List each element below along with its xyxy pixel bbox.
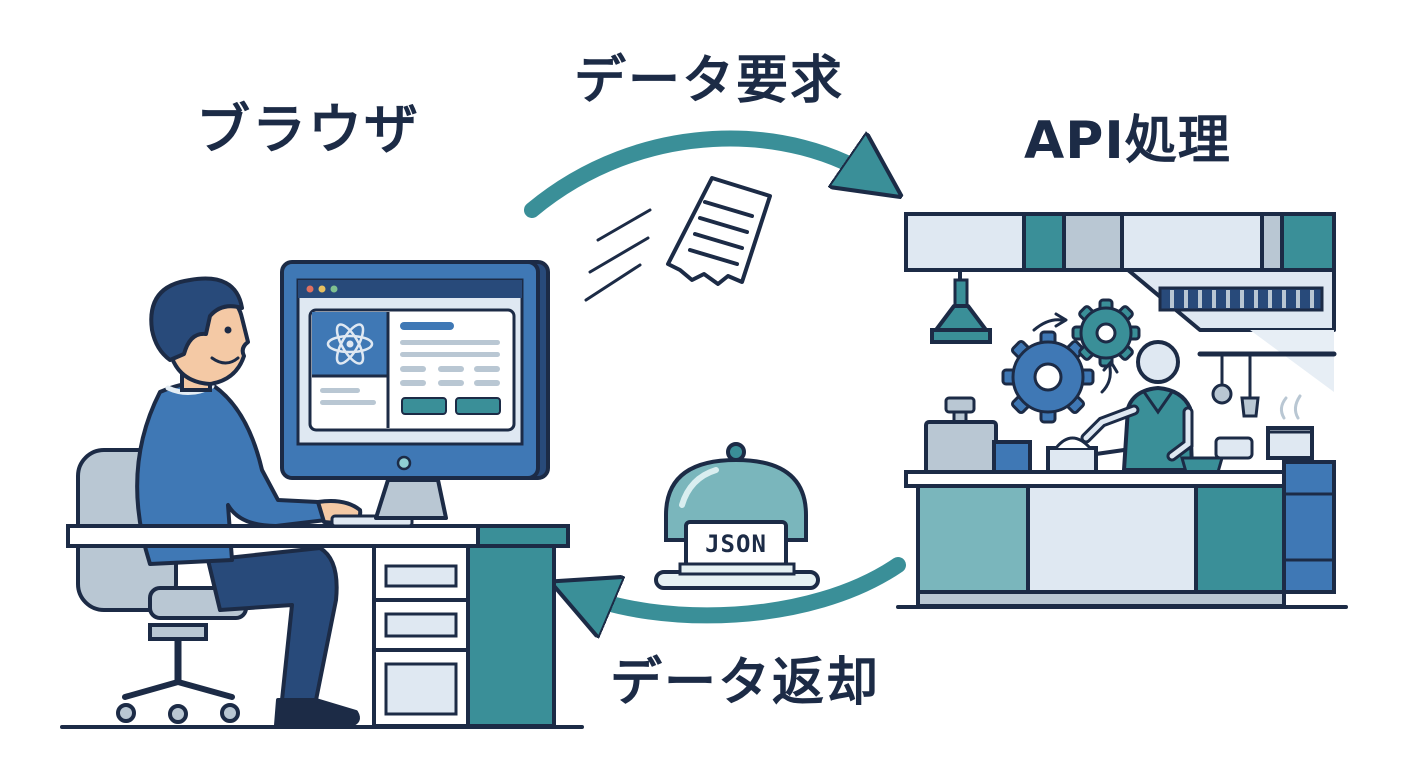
monitor: [280, 260, 550, 520]
request-label: データ要求: [574, 51, 845, 111]
request-ticket-icon: [584, 176, 772, 302]
browser-label: ブラウザ: [196, 98, 420, 161]
cash-register: [924, 396, 1032, 476]
desk: [66, 514, 570, 728]
api-kitchen-scene: [896, 212, 1348, 609]
user-person: [135, 276, 363, 727]
api-label: API処理: [1024, 111, 1231, 171]
chef-person: [1080, 340, 1194, 472]
browser-scene: [60, 260, 584, 729]
request-arrow: [524, 130, 880, 218]
json-cloche-icon: [654, 442, 820, 590]
gear-small-icon: [1071, 298, 1141, 368]
response-label: データ返却: [610, 653, 881, 713]
gear-large-icon: [1001, 330, 1095, 424]
json-label: JSON: [705, 530, 767, 558]
react-logo-icon: [326, 323, 374, 365]
response-arrow: [575, 557, 906, 615]
